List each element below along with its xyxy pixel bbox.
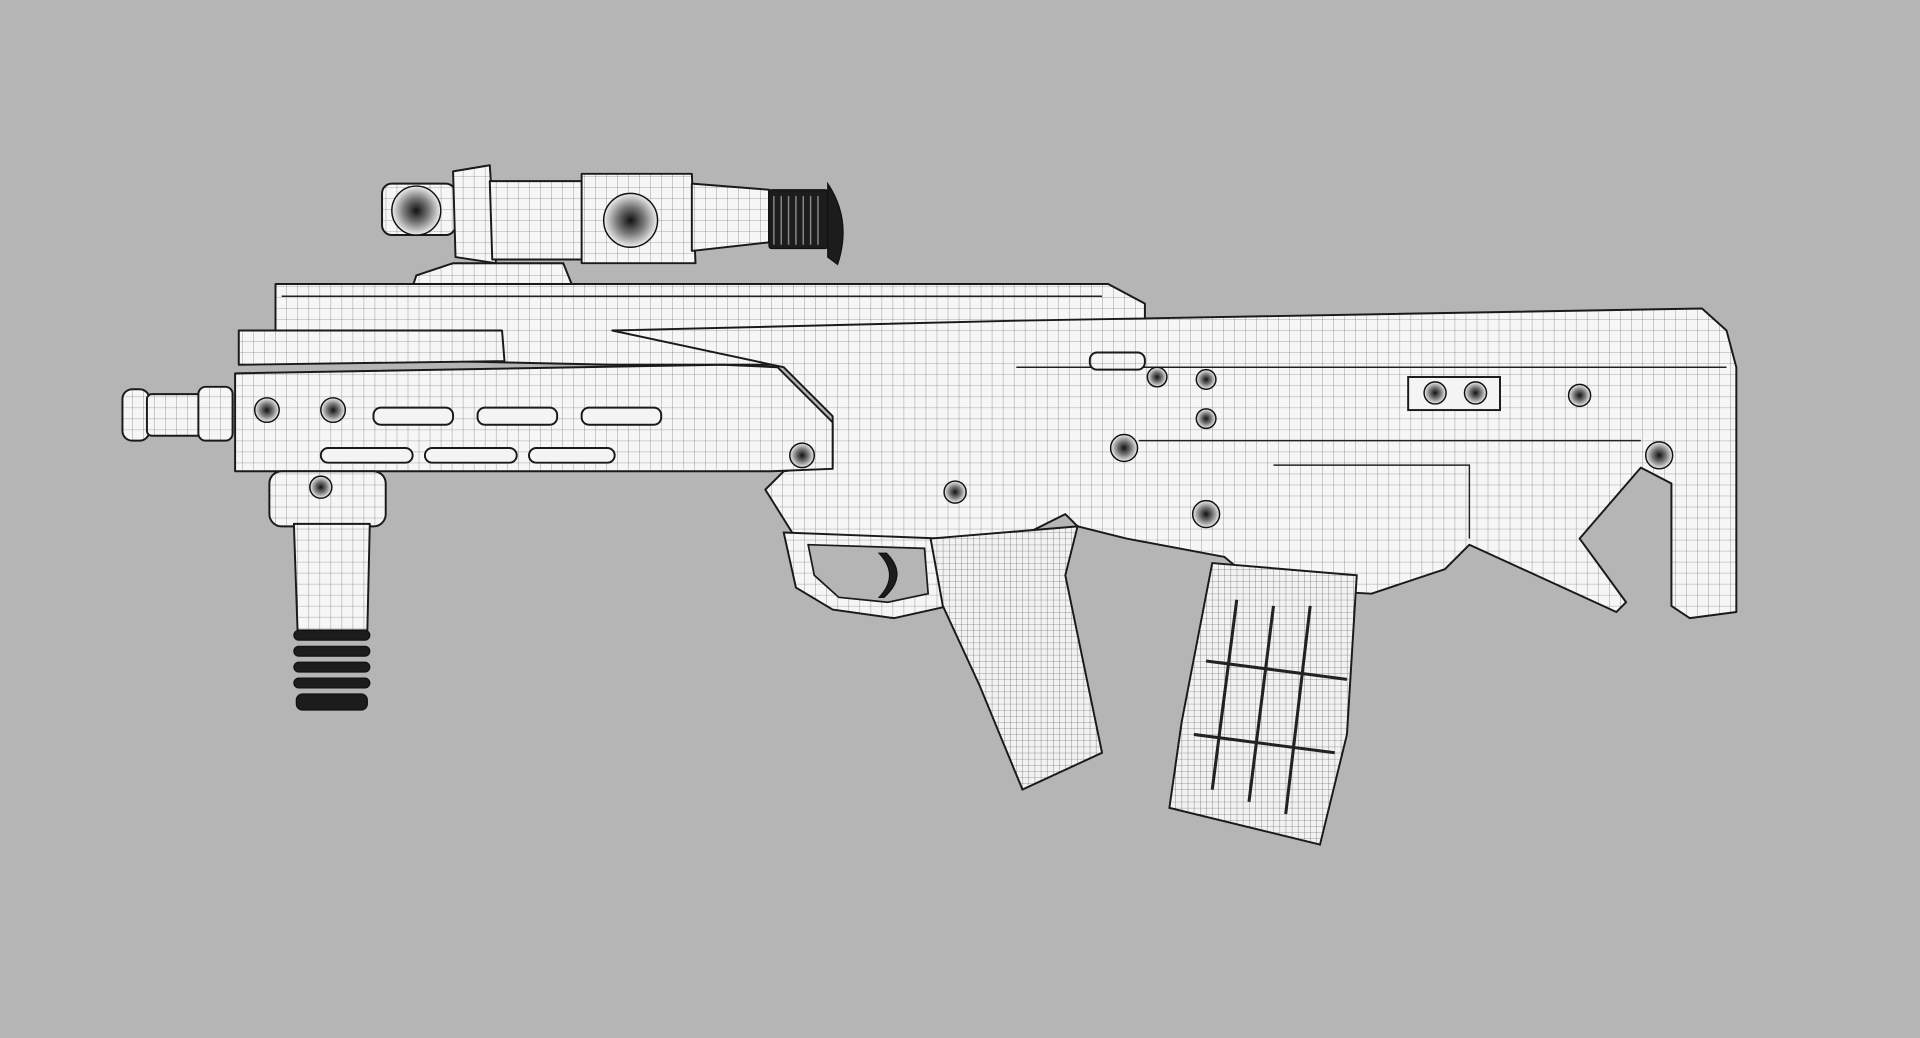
trigger-guard: [782, 531, 950, 620]
bolts-and-pins: [253, 351, 1674, 529]
eyecup-rings: [773, 195, 819, 245]
foregrip-end-rings: [293, 629, 371, 711]
vertical-foregrip: [268, 470, 387, 711]
scope: [381, 164, 844, 295]
pistol-grip: [929, 525, 1104, 791]
handguard: [234, 363, 834, 473]
magazine: [1168, 562, 1358, 846]
muzzle-device: [121, 385, 234, 442]
